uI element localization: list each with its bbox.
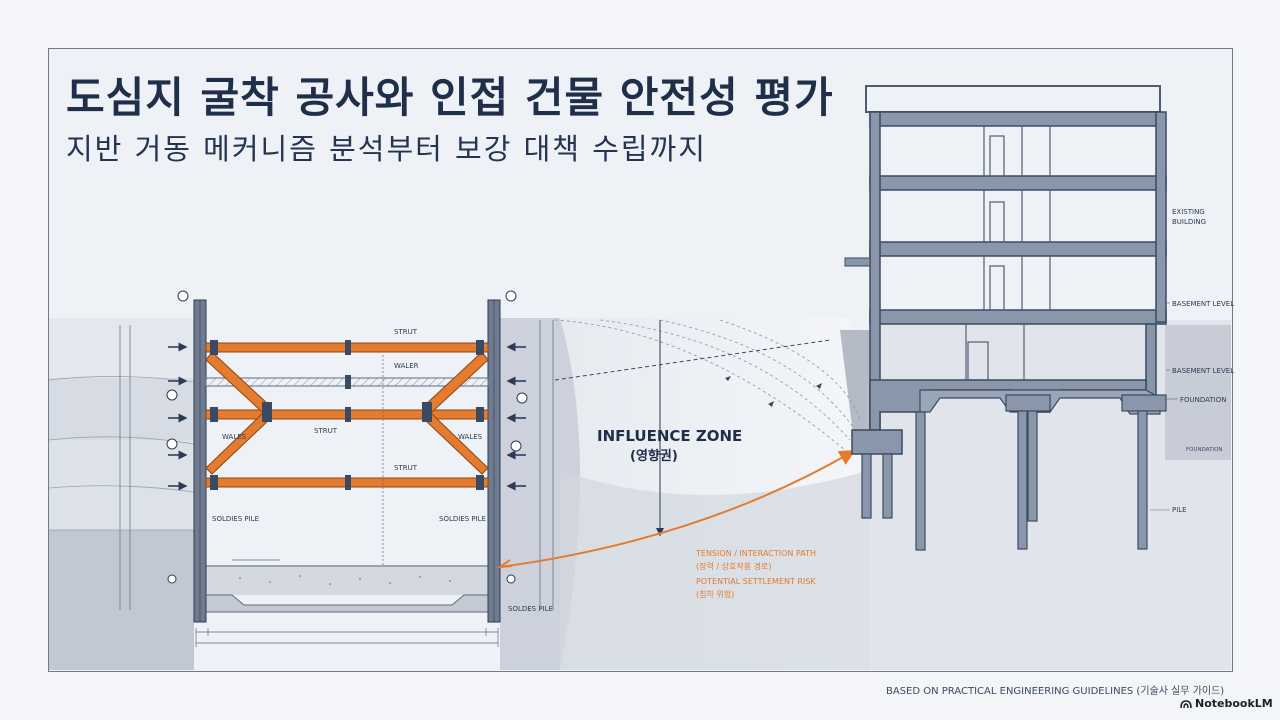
basement-level-label-2: BASEMENT LEVEL: [1172, 367, 1234, 375]
influence-arrowheads: [725, 376, 822, 407]
influence-zone-subtitle: (영향권): [630, 448, 678, 464]
soldier-pile-left-label: SOLDIES PILE: [212, 515, 259, 523]
soldier-pile-bottom-label: SOLDES PILE: [508, 605, 553, 613]
waler-label: WALER: [394, 362, 419, 370]
wales-right-label: WALES: [458, 433, 483, 441]
influence-depth-arrow: [656, 528, 664, 536]
strut-top-label: STRUT: [394, 328, 418, 336]
brand: NotebookLM: [1180, 697, 1273, 710]
existing-label-2: BUILDING: [1172, 218, 1206, 226]
settlement-risk-label-ko: (침하 위험): [696, 589, 734, 599]
foundation-small-label: FOUNDATION: [1186, 447, 1223, 453]
basement-level-label-1: BASEMENT LEVEL: [1172, 300, 1234, 308]
wales-left-label: WALES: [222, 433, 247, 441]
soldier-pile-right-label: SOLDIES PILE: [439, 515, 486, 523]
strut-low-label: STRUT: [394, 464, 418, 472]
pressure-arrows: [168, 342, 526, 491]
existing-label: EXISTING: [1172, 208, 1205, 216]
page-title: 도심지 굴착 공사와 인접 건물 안전성 평가: [66, 73, 834, 122]
footer-note: BASED ON PRACTICAL ENGINEERING GUIDELINE…: [886, 686, 1225, 697]
page-subtitle: 지반 거동 메커니즘 분석부터 보강 대책 수립까지: [66, 132, 707, 166]
foundation-label: FOUNDATION: [1180, 396, 1227, 404]
tension-path-tail: [496, 559, 513, 569]
notebooklm-logo-icon: [1180, 699, 1192, 708]
brand-name: NotebookLM: [1195, 697, 1273, 710]
influence-line: [554, 339, 831, 381]
tension-path-label: TENSION / INTERACTION PATH: [695, 549, 816, 558]
gauge-icons: [166, 290, 528, 584]
strut-mid-label: STRUT: [314, 427, 338, 435]
building-label-leaders: [1150, 302, 1178, 511]
pile-label: PILE: [1172, 506, 1187, 514]
strut-system: [205, 340, 489, 490]
influence-arcs: [554, 319, 861, 451]
tension-path-label-ko: (장력 / 상호작용 경로): [696, 561, 771, 571]
existing-building: [844, 85, 1167, 551]
settlement-risk-label: POTENTIAL SETTLEMENT RISK: [696, 577, 816, 586]
right-retaining-wall: [487, 299, 501, 623]
influence-zone-title: INFLUENCE ZONE: [597, 427, 742, 445]
left-retaining-wall: [193, 299, 207, 623]
left-soil: [48, 318, 195, 670]
tension-path: [499, 449, 856, 568]
excavation-pit: [205, 318, 489, 613]
